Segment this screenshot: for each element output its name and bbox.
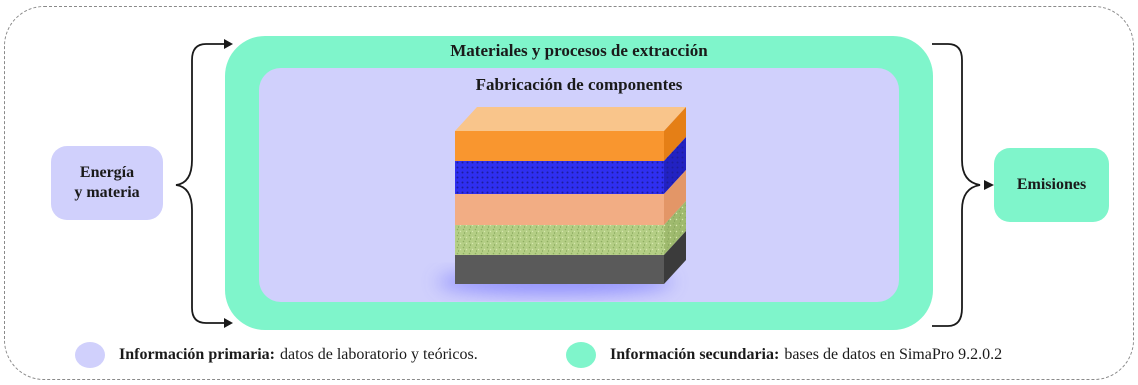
manufacturing-title: Fabricación de componentes — [475, 75, 683, 94]
layer-stack — [455, 107, 686, 284]
legend-secondary-text: bases de datos en SimaPro 9.2.0.2 — [784, 346, 1003, 363]
legend-secondary-swatch — [566, 342, 596, 368]
output-box: Emisiones — [994, 148, 1109, 222]
layer-peach — [455, 194, 664, 225]
legend-primary-text: datos de laboratorio y teóricos. — [279, 346, 478, 363]
layer-orange — [455, 131, 664, 161]
extraction-title: Materiales y procesos de extracción — [450, 41, 708, 60]
left-brace-arrow-top — [224, 39, 233, 49]
input-label-line1: Energía — [79, 164, 135, 181]
legend-secondary-label: Información secundaria: — [610, 346, 780, 363]
legend-secondary: Información secundaria: bases de datos e… — [566, 342, 1002, 368]
left-brace-arrow-bottom — [224, 318, 233, 328]
legend-primary-label: Información primaria: — [119, 346, 275, 363]
output-label: Emisiones — [1016, 176, 1087, 193]
right-brace-arrow — [984, 180, 994, 190]
legend-primary: Información primaria: datos de laborator… — [75, 342, 478, 368]
input-box: Energía y materia — [51, 146, 163, 220]
system-boundary-frame — [4, 6, 1134, 380]
left-brace — [175, 43, 226, 324]
legend-primary-swatch — [75, 342, 105, 368]
right-brace — [932, 43, 981, 327]
input-label-line2: y materia — [74, 184, 140, 201]
stack-top-face — [455, 107, 686, 131]
layer-dark-gray — [455, 255, 664, 284]
